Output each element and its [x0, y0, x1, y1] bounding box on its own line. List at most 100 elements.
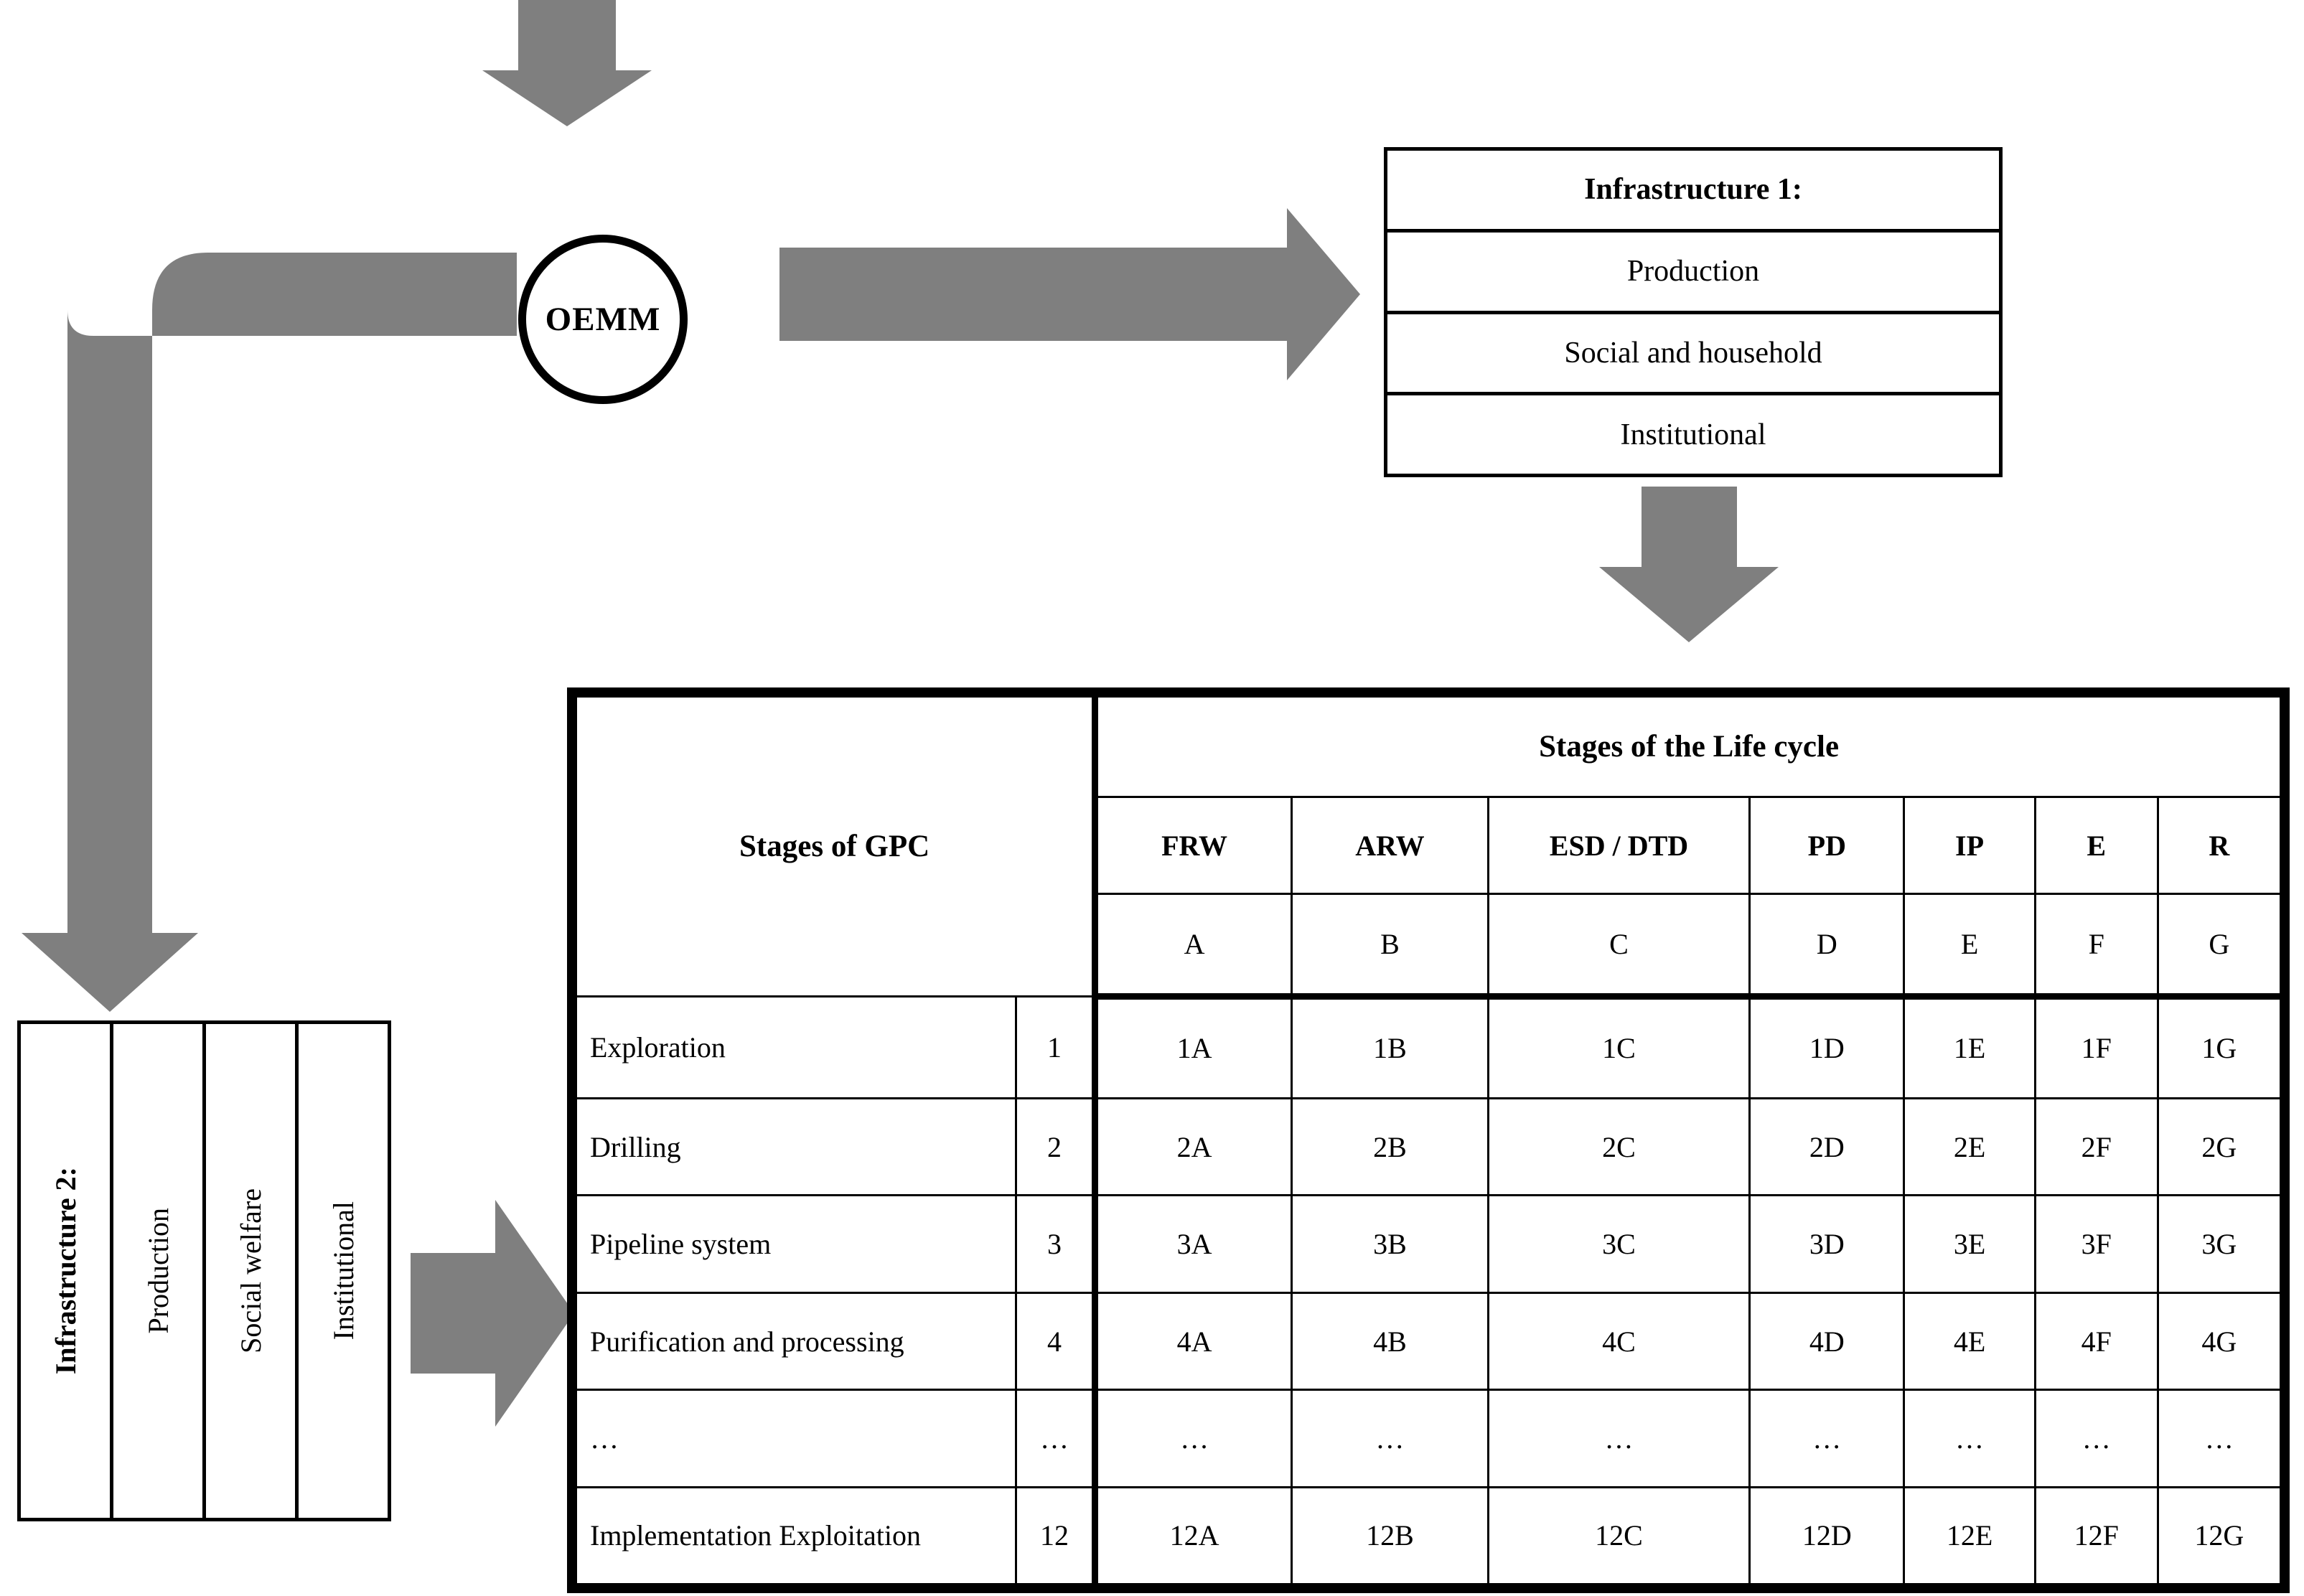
- cell-f: 12F: [2033, 1485, 2159, 1586]
- header-code-esd-dtd: ESD / DTD: [1486, 796, 1751, 896]
- cell-c: …: [1486, 1389, 1751, 1488]
- gpc-lifecycle-table-container[interactable]: Stages of GPC Stages of the Life cycle F…: [567, 687, 2290, 1593]
- cell-a: 3A: [1092, 1194, 1293, 1294]
- cell-b: 2B: [1291, 1097, 1489, 1197]
- infra1-row-institutional: Institutional: [1387, 395, 1999, 474]
- header-code-e: E: [2033, 796, 2159, 896]
- infra1-header: Infrastructure 1:: [1387, 151, 1999, 233]
- row-stage-number: 1: [1014, 995, 1097, 1100]
- table-row: Drilling 2 2A 2B 2C 2D 2E 2F 2G: [575, 1097, 2282, 1197]
- infrastructure-2-box[interactable]: Infrastructure 2: Production Social welf…: [17, 1020, 391, 1521]
- cell-a: …: [1092, 1389, 1293, 1488]
- cell-g: …: [2156, 1389, 2282, 1488]
- table-row: Implementation Exploitation 12 12A 12B 1…: [575, 1485, 2282, 1586]
- table-row: Pipeline system 3 3A 3B 3C 3D 3E 3F 3G: [575, 1194, 2282, 1294]
- right-arrow-infra2-to-table: [411, 1200, 574, 1427]
- cell-b: 4B: [1291, 1291, 1489, 1391]
- table-header-row-1: Stages of GPC Stages of the Life cycle: [574, 695, 2282, 998]
- header-letter-d: D: [1748, 893, 1906, 1000]
- row-stage-number: 2: [1014, 1097, 1097, 1197]
- row-stage-number: 4: [1014, 1291, 1097, 1391]
- cell-f: 1F: [2033, 995, 2159, 1100]
- header-stages-of-gpc: Stages of GPC: [574, 695, 1097, 998]
- cell-e: 3E: [1903, 1194, 2036, 1294]
- row-stage-name: Pipeline system: [575, 1194, 1017, 1294]
- row-stage-name: Exploration: [575, 995, 1017, 1100]
- infra2-header: Infrastructure 2:: [21, 1024, 113, 1518]
- cell-b: 12B: [1291, 1485, 1489, 1586]
- cell-c: 2C: [1486, 1097, 1751, 1197]
- gpc-lifecycle-table: Stages of GPC Stages of the Life cycle F…: [574, 695, 2282, 1586]
- cell-f: 4F: [2033, 1291, 2159, 1391]
- infra1-header-label: Infrastructure 1:: [1584, 173, 1802, 207]
- infra2-header-label: Infrastructure 2:: [49, 1167, 82, 1375]
- infra2-col-label: Institutional: [327, 1201, 360, 1341]
- header-letter-a: A: [1092, 893, 1293, 1000]
- infra1-row-label: Production: [1626, 255, 1760, 288]
- cell-d: 2D: [1748, 1097, 1906, 1197]
- row-stage-name: Drilling: [575, 1097, 1017, 1197]
- cell-b: 3B: [1291, 1194, 1489, 1294]
- infra2-col-institutional: Institutional: [299, 1024, 388, 1518]
- row-stage-number: 3: [1014, 1194, 1097, 1294]
- infra2-col-production: Production: [113, 1024, 206, 1518]
- cell-e: …: [1903, 1389, 2036, 1488]
- cell-d: 3D: [1748, 1194, 1906, 1294]
- table-row: Purification and processing 4 4A 4B 4C 4…: [575, 1291, 2282, 1391]
- cell-f: 2F: [2033, 1097, 2159, 1197]
- elbow-arrow-oemm-to-infra2: [22, 253, 517, 1012]
- table-row: Exploration 1 1A 1B 1C 1D 1E 1F 1G: [575, 995, 2282, 1100]
- infra1-row-label: Institutional: [1620, 418, 1766, 451]
- header-letter-g: G: [2156, 893, 2282, 1000]
- infra1-row-social-and-household: Social and household: [1387, 314, 1999, 396]
- header-code-arw: ARW: [1291, 796, 1489, 896]
- cell-a: 1A: [1092, 995, 1293, 1100]
- cell-b: …: [1291, 1389, 1489, 1488]
- header-letter-b: B: [1291, 893, 1489, 1000]
- header-letter-e: E: [1903, 893, 2036, 1000]
- header-code-frw: FRW: [1092, 796, 1293, 896]
- cell-e: 2E: [1903, 1097, 2036, 1197]
- cell-f: 3F: [2033, 1194, 2159, 1294]
- infra1-row-label: Social and household: [1564, 336, 1822, 370]
- cell-d: 4D: [1748, 1291, 1906, 1391]
- row-stage-name: Purification and processing: [575, 1291, 1017, 1391]
- cell-c: 12C: [1486, 1485, 1751, 1586]
- infra2-col-label: Social welfare: [234, 1188, 267, 1353]
- cell-c: 4C: [1486, 1291, 1751, 1391]
- oemm-label: OEMM: [545, 301, 661, 338]
- cell-d: 12D: [1748, 1485, 1906, 1586]
- table-header-row-letters: A B C D E F G: [576, 893, 2282, 1000]
- infrastructure-1-box[interactable]: Infrastructure 1: Production Social and …: [1384, 147, 2003, 477]
- cell-e: 12E: [1903, 1485, 2036, 1586]
- header-code-r: R: [2156, 796, 2282, 896]
- infra2-col-label: Production: [141, 1208, 174, 1334]
- row-stage-number: …: [1014, 1389, 1097, 1488]
- header-letter-c: C: [1486, 893, 1751, 1000]
- header-code-ip: IP: [1903, 796, 2036, 896]
- infra2-col-social-welfare: Social welfare: [206, 1024, 299, 1518]
- cell-g: 3G: [2156, 1194, 2282, 1294]
- right-arrow-oemm-to-infra1: [779, 208, 1360, 380]
- down-arrow-into-oemm: [482, 0, 652, 126]
- cell-g: 12G: [2156, 1485, 2282, 1586]
- row-stage-name: Implementation Exploitation: [575, 1485, 1017, 1586]
- cell-g: 2G: [2156, 1097, 2282, 1197]
- cell-d: …: [1748, 1389, 1906, 1488]
- cell-e: 4E: [1903, 1291, 2036, 1391]
- cell-a: 4A: [1092, 1291, 1293, 1391]
- cell-a: 2A: [1092, 1097, 1293, 1197]
- cell-a: 12A: [1092, 1485, 1293, 1586]
- cell-e: 1E: [1903, 995, 2036, 1100]
- cell-d: 1D: [1748, 995, 1906, 1100]
- oemm-node[interactable]: OEMM: [518, 235, 688, 404]
- infra1-row-production: Production: [1387, 233, 1999, 314]
- header-letter-f: F: [2033, 893, 2159, 1000]
- header-code-pd: PD: [1748, 796, 1906, 896]
- row-stage-number: 12: [1014, 1485, 1097, 1586]
- cell-g: 4G: [2156, 1291, 2282, 1391]
- cell-f: …: [2033, 1389, 2159, 1488]
- cell-c: 1C: [1486, 995, 1751, 1100]
